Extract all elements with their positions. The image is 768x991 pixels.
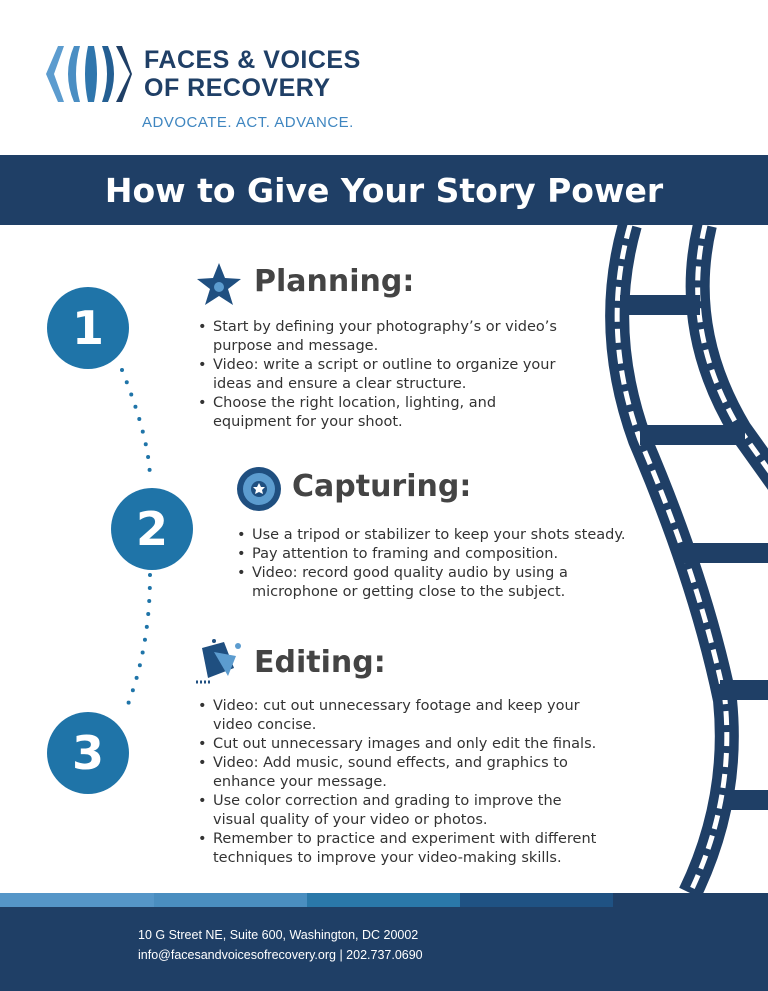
footer-stripe xyxy=(307,893,460,907)
list-item: Video: record good quality audio by usin… xyxy=(237,564,627,602)
step-heading-editing: Editing: xyxy=(254,645,386,680)
editing-list: Video: cut out unnecessary footage and k… xyxy=(198,697,598,868)
footer-stripe xyxy=(154,893,307,907)
star-icon xyxy=(197,263,241,305)
footer-stripe xyxy=(613,893,768,907)
list-item: Cut out unnecessary images and only edit… xyxy=(198,735,598,754)
footer-address: 10 G Street NE, Suite 600, Washington, D… xyxy=(138,928,419,942)
list-item: Pay attention to framing and composition… xyxy=(237,545,627,564)
camera-aperture-icon xyxy=(237,467,281,511)
list-item: Use color correction and grading to impr… xyxy=(198,792,598,830)
brand-line1: FACES & VOICES xyxy=(144,46,361,74)
list-item: Choose the right location, lighting, and… xyxy=(198,394,578,432)
brand-name: FACES & VOICES OF RECOVERY xyxy=(144,46,361,102)
list-item: Start by defining your photography’s or … xyxy=(198,318,578,356)
brand-line2: OF RECOVERY xyxy=(144,74,331,102)
footer-stripe xyxy=(0,893,154,907)
step-number-3: 3 xyxy=(47,712,129,794)
list-item: Use a tripod or stabilizer to keep your … xyxy=(237,526,627,545)
step-number-1: 1 xyxy=(47,287,129,369)
brand-logo-icon xyxy=(46,46,132,102)
tagline: ADVOCATE. ACT. ADVANCE. xyxy=(142,114,354,131)
step-heading-planning: Planning: xyxy=(254,264,415,299)
step-heading-capturing: Capturing: xyxy=(292,469,472,504)
capturing-list: Use a tripod or stabilizer to keep your … xyxy=(237,526,627,602)
timeline-dots xyxy=(120,368,152,714)
planning-list: Start by defining your photography’s or … xyxy=(198,318,578,432)
step-number-2: 2 xyxy=(111,488,193,570)
footer-stripe xyxy=(460,893,613,907)
list-item: Remember to practice and experiment with… xyxy=(198,830,598,868)
list-item: Video: cut out unnecessary footage and k… xyxy=(198,697,598,735)
editing-shapes-icon xyxy=(196,639,241,684)
footer: 10 G Street NE, Suite 600, Washington, D… xyxy=(0,907,768,991)
list-item: Video: write a script or outline to orga… xyxy=(198,356,578,394)
footer-contact[interactable]: info@facesandvoicesofrecovery.org | 202.… xyxy=(138,948,423,962)
page-title: How to Give Your Story Power xyxy=(104,170,664,210)
film-strip-icon xyxy=(605,225,768,893)
list-item: Video: Add music, sound effects, and gra… xyxy=(198,754,598,792)
title-banner: How to Give Your Story Power xyxy=(0,155,768,225)
